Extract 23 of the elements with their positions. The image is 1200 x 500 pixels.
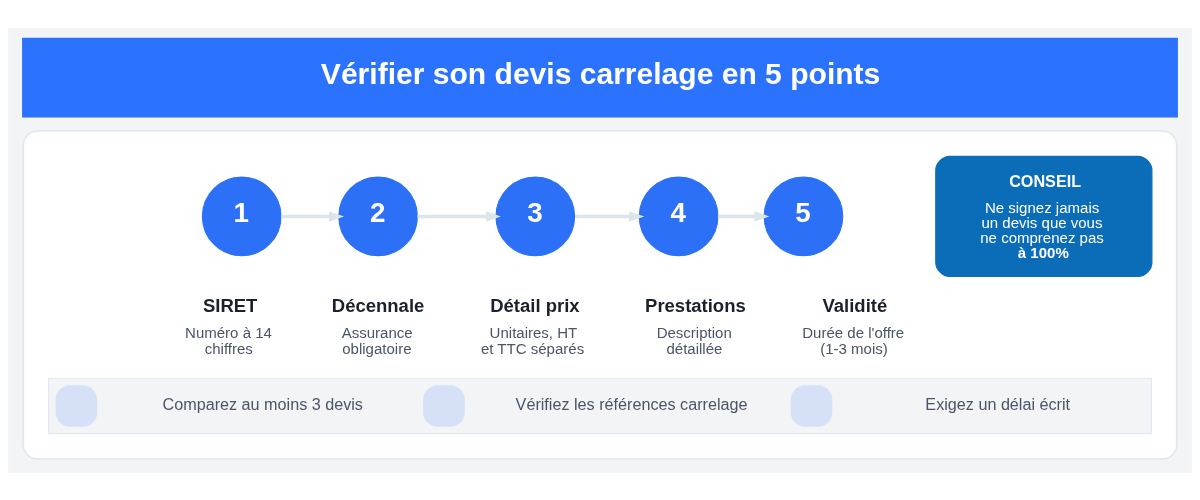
node-label: Validité <box>822 294 888 316</box>
node-label: Durée de l'offre (1-3 mois) <box>802 323 905 357</box>
arrow <box>417 210 501 222</box>
node-label: Prestations <box>645 294 746 316</box>
arrow <box>718 210 770 222</box>
node-label: Unitaires, HT et TTC séparés <box>480 323 585 357</box>
diagram-title: Vérifier son devis carrelage en 5 points <box>320 56 881 90</box>
node-circle: 3 <box>495 176 576 256</box>
arrow <box>281 210 344 222</box>
node-label: SIRET <box>202 294 258 316</box>
node-circle: 1 <box>201 176 282 256</box>
node-box: CONSEIL Ne signez jamais un devis que vous ne comprenez pas à 100% <box>935 155 1153 277</box>
node-circle: 4 <box>638 176 719 256</box>
node-label: Décennale <box>331 294 425 316</box>
node-box: Comparez au moins 3 devis Vérifiez les références carrelage Exigez un délai écrit <box>48 377 1152 434</box>
node-label: Description détaillée <box>656 323 732 357</box>
cluster <box>22 129 1178 460</box>
node-label: Numéro à 14 chiffres <box>185 323 272 357</box>
arrow <box>575 210 645 222</box>
node-label: Assurance obligatoire <box>341 323 413 357</box>
node-circle: 2 <box>338 176 418 256</box>
node-label: Détail prix <box>490 294 580 316</box>
node-circle: 5 <box>763 176 844 256</box>
